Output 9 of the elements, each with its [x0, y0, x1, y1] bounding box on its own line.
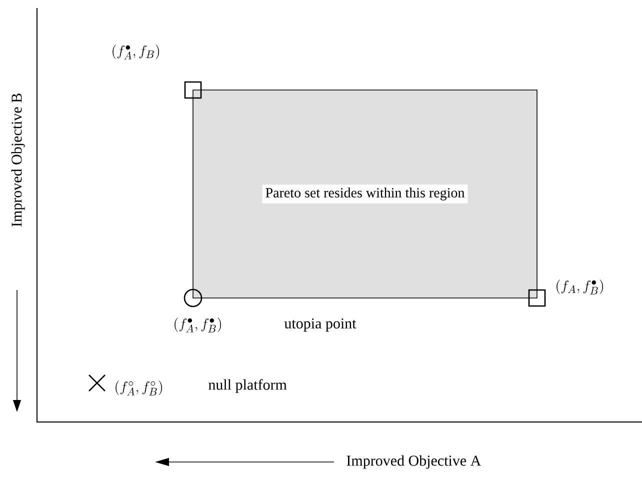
formula-label: $(f_A,f_B^{\bullet})$	[556, 280, 604, 294]
axis-label: Improved Objective B	[11, 94, 25, 227]
formula-label: $(f_A^{\circ},f_B^{\circ})$	[116, 380, 162, 396]
formula-label: $(f_A^{\bullet},f_B)$	[112, 44, 160, 60]
region-box: Pareto set resides within this region	[192, 90, 538, 298]
text-label: null platform	[208, 379, 287, 393]
formula-label: $(f_A^{\bullet},f_B^{\bullet})$	[174, 318, 222, 332]
axis-label: Improved Objective A	[346, 455, 482, 469]
text-label: utopia point	[284, 318, 356, 332]
